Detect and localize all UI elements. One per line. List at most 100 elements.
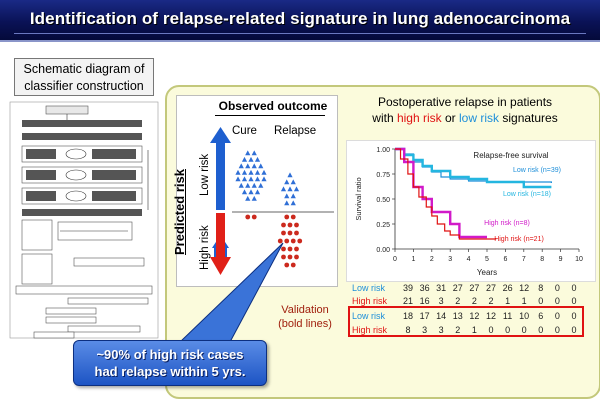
scatter-circle xyxy=(294,254,299,260)
km-y-tick-label: 0.75 xyxy=(376,172,390,179)
risk-table-cell: 18 xyxy=(402,311,413,321)
risk-table-cell: 0 xyxy=(505,325,511,335)
scatter-circle xyxy=(290,214,296,220)
scatter-triangle xyxy=(245,195,251,201)
validation-box xyxy=(348,306,584,337)
flow-training-box xyxy=(45,105,89,115)
km-series-line xyxy=(395,147,487,239)
schematic-flowchart xyxy=(9,101,159,339)
km-x-tick-label: 3 xyxy=(448,256,452,263)
risk-table-cell: 39 xyxy=(402,283,413,293)
scatter-circle xyxy=(287,222,293,228)
risk-table-cell: 2 xyxy=(455,296,461,306)
risk-table-cell: 0 xyxy=(571,311,577,321)
scatter-triangle xyxy=(245,182,251,188)
km-x-tick-label: 9 xyxy=(559,256,563,263)
scatter-triangle xyxy=(254,176,261,182)
validation-line1: Validation xyxy=(281,304,329,316)
schematic-title-box: Schematic diagram of classifier construc… xyxy=(14,58,154,96)
plot-title-high: high risk xyxy=(396,111,442,125)
scatter-triangle xyxy=(245,163,251,169)
scatter-circle xyxy=(281,230,286,236)
scatter-circle xyxy=(281,254,286,260)
km-y-tick-label: 0.00 xyxy=(376,247,390,254)
risk-table-cell: 0 xyxy=(554,325,560,335)
scatter-triangle xyxy=(248,156,254,162)
observed-outcome-underline xyxy=(215,115,325,116)
scatter-triangle xyxy=(248,169,254,175)
risk-table-row-label: High risk xyxy=(352,296,388,306)
blue-arrow-shaft xyxy=(216,138,225,210)
risk-table-row-label: Low risk xyxy=(352,311,386,321)
km-x-tick-label: 7 xyxy=(522,256,526,263)
km-title: Relapse-free survival xyxy=(473,151,548,160)
risk-table-cell: 6 xyxy=(538,311,544,321)
flow-partition-bar xyxy=(22,120,142,127)
risk-table-cell: 10 xyxy=(519,311,530,321)
risk-table-cell: 1 xyxy=(505,296,511,306)
red-arrow-down xyxy=(210,257,231,275)
risk-table-cell: 0 xyxy=(554,283,560,293)
scatter-circle xyxy=(297,238,303,244)
km-x-label: Years xyxy=(477,268,497,277)
risk-table-cell: 2 xyxy=(471,296,477,306)
km-y-label: Survival ratio xyxy=(354,177,363,220)
scatter-triangle xyxy=(241,156,248,162)
plot-title-post: signatures xyxy=(499,111,558,125)
scatter-circle xyxy=(287,230,293,236)
scatter-circle xyxy=(287,246,293,252)
plot-title-line1: Postoperative relapse in patients xyxy=(377,95,553,109)
risk-table-cell: 11 xyxy=(502,311,513,321)
scatter-triangle xyxy=(261,169,267,175)
validation-line2: (bold lines) xyxy=(278,318,332,330)
risk-table-cell: 0 xyxy=(488,325,494,335)
title-underline xyxy=(14,33,586,34)
km-x-tick-label: 4 xyxy=(467,256,471,263)
risk-table-row-label: High risk xyxy=(352,325,388,335)
risk-table-cell: 12 xyxy=(485,311,496,321)
scatter-triangle xyxy=(238,182,244,188)
risk-table-cell: 0 xyxy=(521,325,527,335)
scatter-triangle xyxy=(251,195,257,201)
plot-title-line2: with high risk or low risk signatures xyxy=(345,110,585,126)
scatter-circle xyxy=(277,238,283,244)
scatter-circle xyxy=(294,222,299,228)
risk-table-cell: 26 xyxy=(502,283,513,293)
km-x-tick-label: 5 xyxy=(485,256,489,263)
risk-table-cell: 17 xyxy=(419,311,430,321)
risk-table-cell: 0 xyxy=(554,296,560,306)
risk-scatter xyxy=(210,127,334,275)
scatter-triangle xyxy=(248,189,254,195)
scatter-triangle xyxy=(290,179,296,185)
callout-box: ~90% of high risk cases had relapse with… xyxy=(73,340,267,386)
scatter-triangle xyxy=(258,182,264,188)
scatter-circle xyxy=(290,238,296,244)
red-arrow-shaft xyxy=(216,213,225,263)
scatter-triangle xyxy=(241,176,248,182)
scatter-triangle xyxy=(284,179,290,185)
risk-table-cell: 31 xyxy=(436,283,447,293)
scatter-triangle xyxy=(258,163,264,169)
km-y-tick-label: 0.25 xyxy=(376,222,390,229)
plot-title-low: low risk xyxy=(459,111,500,125)
title-bar: Identification of relapse-related signat… xyxy=(0,0,600,42)
risk-table-cell: 12 xyxy=(519,283,530,293)
scatter-triangle xyxy=(261,176,267,182)
schematic-title-line2: classifier construction xyxy=(24,79,144,93)
col-cure-label: Cure xyxy=(232,125,257,137)
risk-table-cell: 0 xyxy=(571,296,577,306)
observed-outcome-title: Observed outcome xyxy=(218,99,328,113)
scatter-triangle xyxy=(284,200,290,206)
risk-table-cell: 27 xyxy=(452,283,463,293)
risk-table-cell: 27 xyxy=(485,283,496,293)
risk-table-cell: 0 xyxy=(571,325,577,335)
km-x-tick-label: 6 xyxy=(503,256,507,263)
risk-table-cell: 2 xyxy=(488,296,494,306)
risk-table-row-label: Low risk xyxy=(352,283,386,293)
risk-table-cell: 36 xyxy=(419,283,430,293)
scatter-circle xyxy=(287,254,293,260)
scatter-triangle xyxy=(254,169,261,175)
